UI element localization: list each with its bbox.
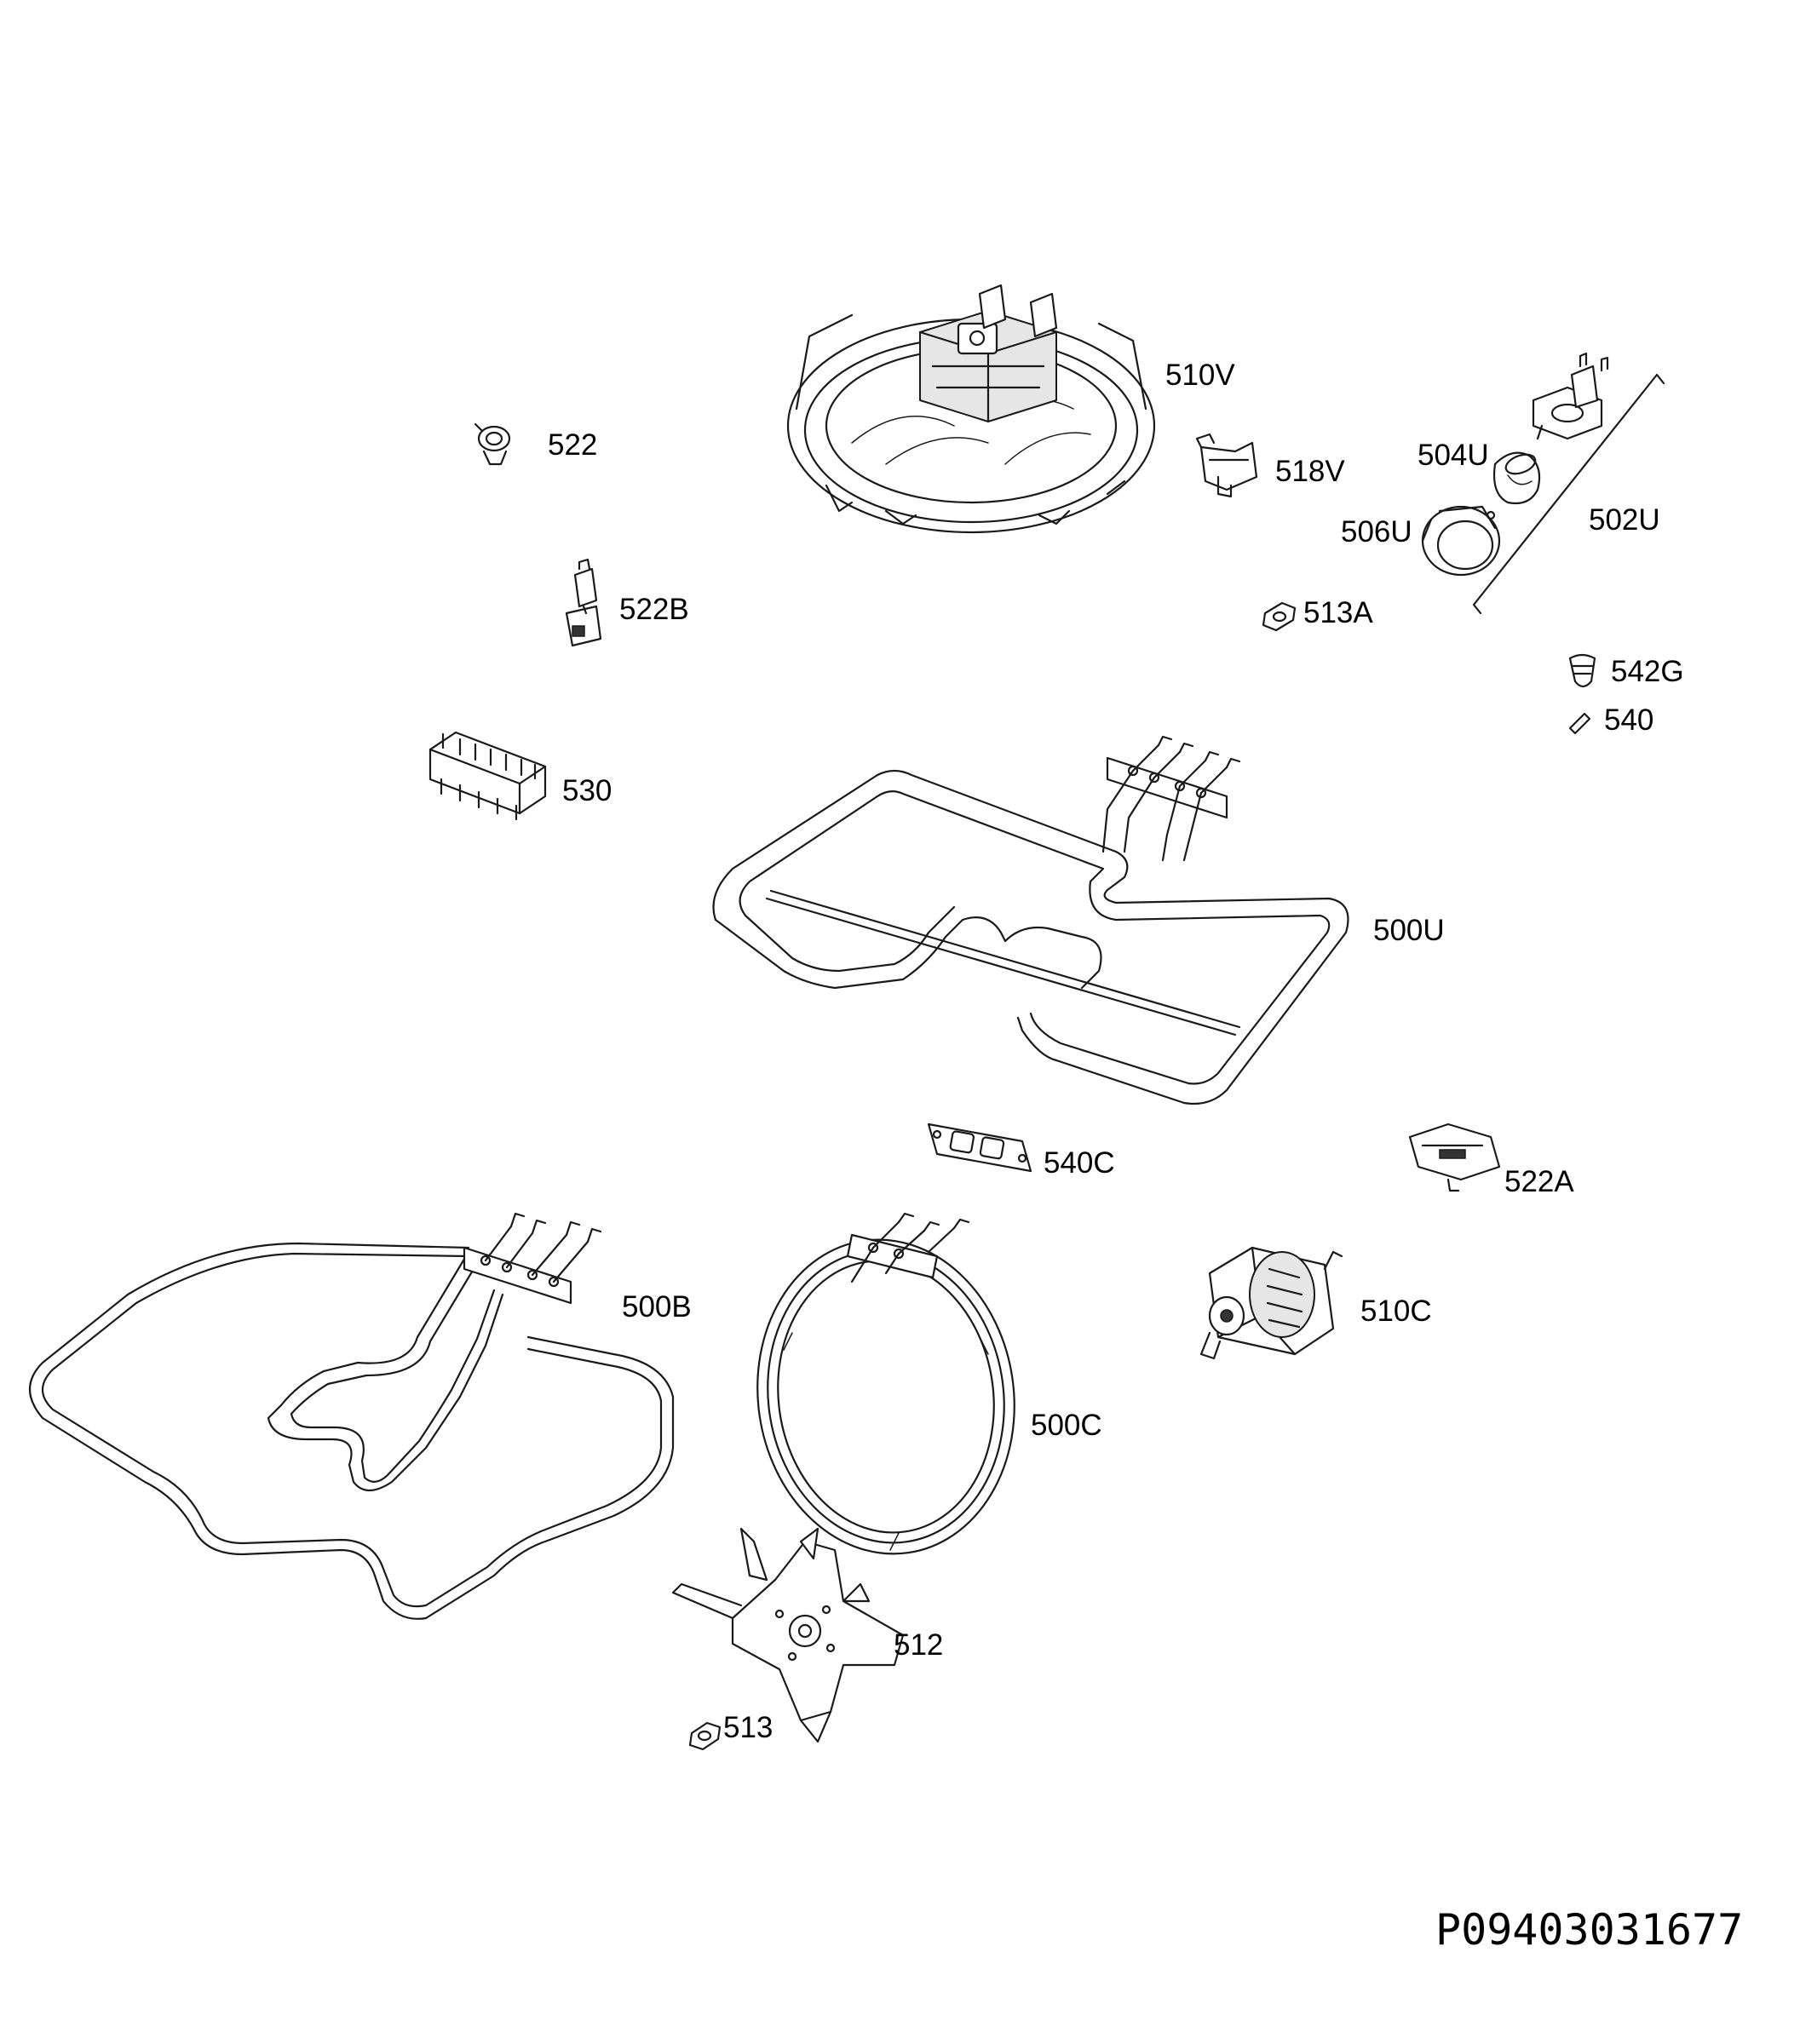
label-502u: 502U bbox=[1589, 503, 1660, 537]
part-522b-thermal-cutout[interactable] bbox=[565, 558, 602, 647]
part-500c-circular-heating-element[interactable] bbox=[738, 1212, 1035, 1570]
label-522a: 522A bbox=[1504, 1165, 1574, 1198]
label-530: 530 bbox=[562, 774, 612, 807]
label-500c: 500C bbox=[1031, 1409, 1102, 1442]
part-518v-bracket[interactable] bbox=[1195, 433, 1258, 498]
label-510c: 510C bbox=[1360, 1295, 1432, 1328]
label-513: 513 bbox=[723, 1711, 773, 1744]
label-513a: 513A bbox=[1303, 596, 1373, 629]
part-500b-bottom-heating-element[interactable] bbox=[29, 1212, 675, 1620]
label-500u: 500U bbox=[1373, 914, 1445, 947]
part-504u-lamp-glass[interactable] bbox=[1492, 451, 1541, 505]
part-530-terminal-block[interactable] bbox=[428, 731, 547, 821]
part-510v-fan-motor-assembly[interactable] bbox=[786, 284, 1156, 534]
part-506u-lamp-cover[interactable] bbox=[1421, 505, 1501, 577]
part-510c-fan-motor[interactable] bbox=[1199, 1246, 1343, 1360]
part-502u-lamp-holder[interactable] bbox=[1472, 352, 1665, 615]
label-510v: 510V bbox=[1165, 359, 1235, 392]
label-504u: 504U bbox=[1418, 439, 1489, 472]
part-512-fan-blade[interactable] bbox=[671, 1527, 905, 1743]
label-522b: 522B bbox=[619, 593, 689, 626]
part-500u-top-heating-element[interactable] bbox=[712, 735, 1349, 1105]
label-518v: 518V bbox=[1275, 455, 1345, 488]
part-522-cable-clip[interactable] bbox=[474, 422, 511, 466]
part-522a-thermostat[interactable] bbox=[1408, 1122, 1501, 1192]
part-513-nut[interactable] bbox=[688, 1721, 722, 1751]
part-540-pin[interactable] bbox=[1568, 712, 1591, 735]
label-542g: 542G bbox=[1611, 655, 1684, 688]
part-542g-lamp-bulb[interactable] bbox=[1568, 653, 1596, 688]
label-500b: 500B bbox=[622, 1290, 692, 1323]
part-513a-nut[interactable] bbox=[1262, 601, 1297, 632]
label-522: 522 bbox=[548, 428, 597, 462]
label-540: 540 bbox=[1604, 703, 1653, 737]
drawing-code: P09403031677 bbox=[1435, 1905, 1743, 1955]
label-506u: 506U bbox=[1341, 515, 1412, 548]
label-540c: 540C bbox=[1044, 1146, 1115, 1180]
part-540c-gasket[interactable] bbox=[927, 1122, 1032, 1173]
label-512: 512 bbox=[894, 1628, 943, 1662]
